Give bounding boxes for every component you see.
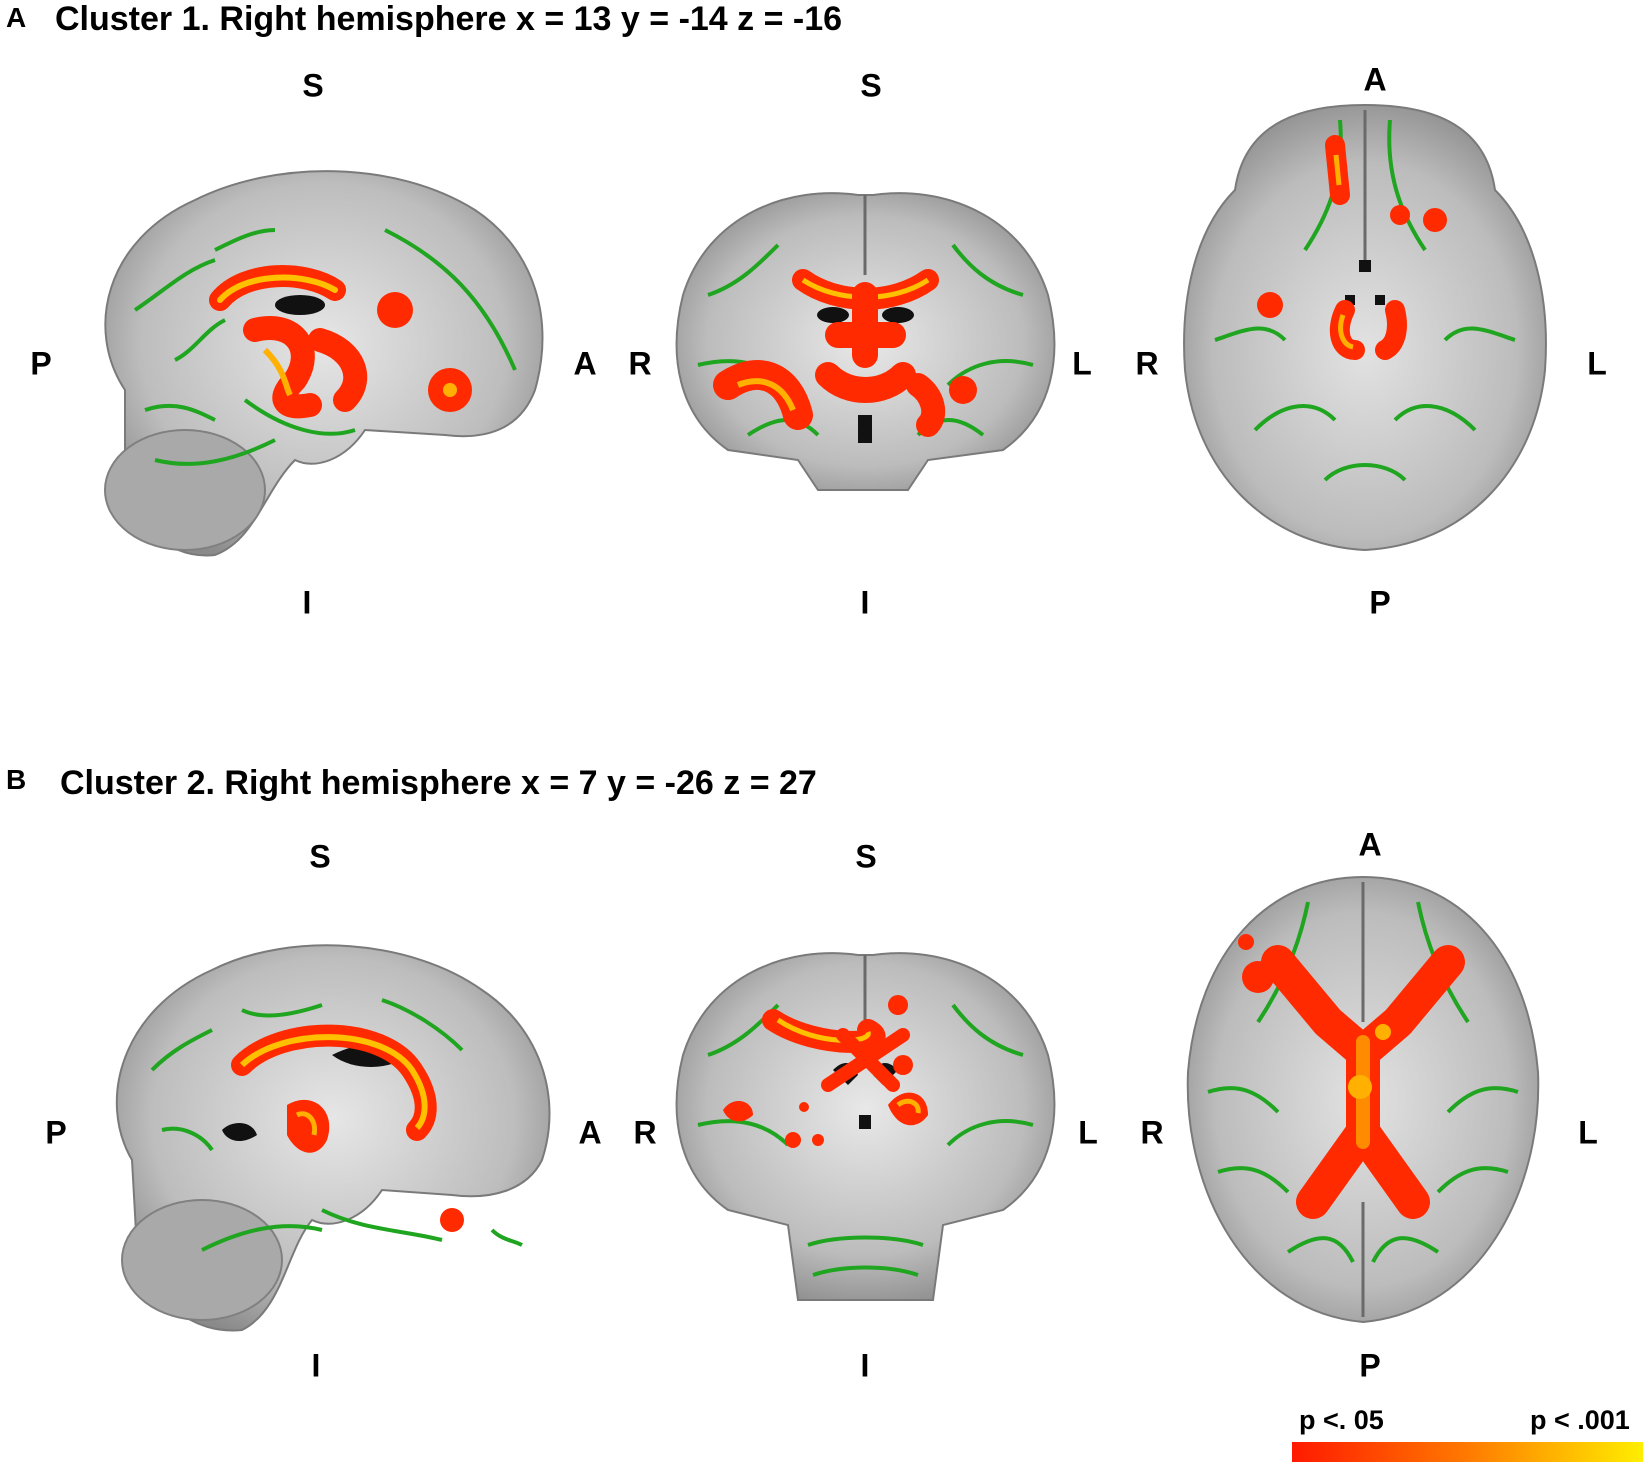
b-coronal-cluster-left (723, 1100, 753, 1122)
panel-title-a: Cluster 1. Right hemisphere x = 13 y = -… (55, 0, 843, 38)
b-coronal-top-label: S (855, 838, 877, 875)
a-sagittal-right-label: A (573, 345, 597, 382)
a-coronal-right-label: L (1072, 345, 1092, 382)
a-sagittal-skeleton (133, 228, 517, 466)
a-sagittal-cluster-upper (377, 292, 413, 328)
a-axial-top-label: A (1363, 61, 1387, 98)
a-coronal-cluster-right (906, 373, 946, 437)
b-sagittal-brain-slice (115, 944, 551, 1332)
b-sagittal-right-label: A (578, 1114, 602, 1151)
b-coronal-right-label: L (1078, 1114, 1098, 1151)
b-sagittal-left-label: P (45, 1114, 67, 1151)
a-coronal-left-label: R (628, 345, 652, 382)
a-sagittal-brain-slice (104, 170, 544, 557)
a-coronal-brain-slice (675, 192, 1056, 491)
a-sagittal-ventricle (275, 295, 325, 315)
a-axial-right-label: L (1587, 345, 1607, 382)
b-axial-bottom-label: P (1359, 1347, 1381, 1384)
panel-letter-a: A (6, 2, 27, 33)
a-sagittal-cerebellum (104, 429, 266, 551)
panel-title-b: Cluster 2. Right hemisphere x = 7 y = -2… (60, 764, 817, 802)
panel-letter-b: B (6, 764, 27, 795)
a-coronal-bottom-label: I (860, 584, 870, 621)
a-sagittal-top-label: S (302, 67, 324, 104)
b-coronal-skeleton (697, 1003, 1034, 1277)
b-coronal-bottom-label: I (860, 1347, 870, 1384)
b-axial-cluster-left-spot (1242, 961, 1274, 993)
a-sagittal-bottom-label: I (302, 584, 312, 621)
a-coronal-top-label: S (860, 67, 882, 104)
a-sagittal-cluster-fornix (243, 316, 368, 419)
b-sagittal-cluster-anterior (440, 1208, 464, 1232)
a-coronal-cluster-center (815, 282, 916, 403)
legend-low-label: p <. 05 (1299, 1405, 1384, 1435)
b-sagittal-cerebellum (121, 1199, 283, 1321)
b-sagittal-skeleton (150, 998, 523, 1252)
b-axial-right-label: L (1578, 1114, 1598, 1151)
b-coronal-left-label: R (633, 1114, 657, 1151)
a-axial-left-label: R (1135, 345, 1159, 382)
a-sagittal-left-label: P (30, 345, 52, 382)
b-coronal-cluster-cross (821, 1028, 910, 1092)
b-sagittal-bottom-label: I (311, 1347, 321, 1384)
a-axial-brain-slice (1183, 103, 1547, 552)
legend-high-label: p < .001 (1530, 1405, 1630, 1435)
p-value-colorbar (1292, 1442, 1643, 1462)
b-coronal-brain-slice (675, 952, 1056, 1301)
b-axial-left-label: R (1140, 1114, 1164, 1151)
b-axial-top-label: A (1358, 826, 1382, 863)
a-coronal-cluster-left (713, 360, 813, 430)
b-axial-brain-slice (1186, 875, 1540, 1324)
a-axial-bottom-label: P (1369, 584, 1391, 621)
a-axial-outline (1183, 103, 1547, 552)
b-sagittal-top-label: S (309, 838, 331, 875)
b-coronal-cluster-right (888, 1092, 928, 1126)
